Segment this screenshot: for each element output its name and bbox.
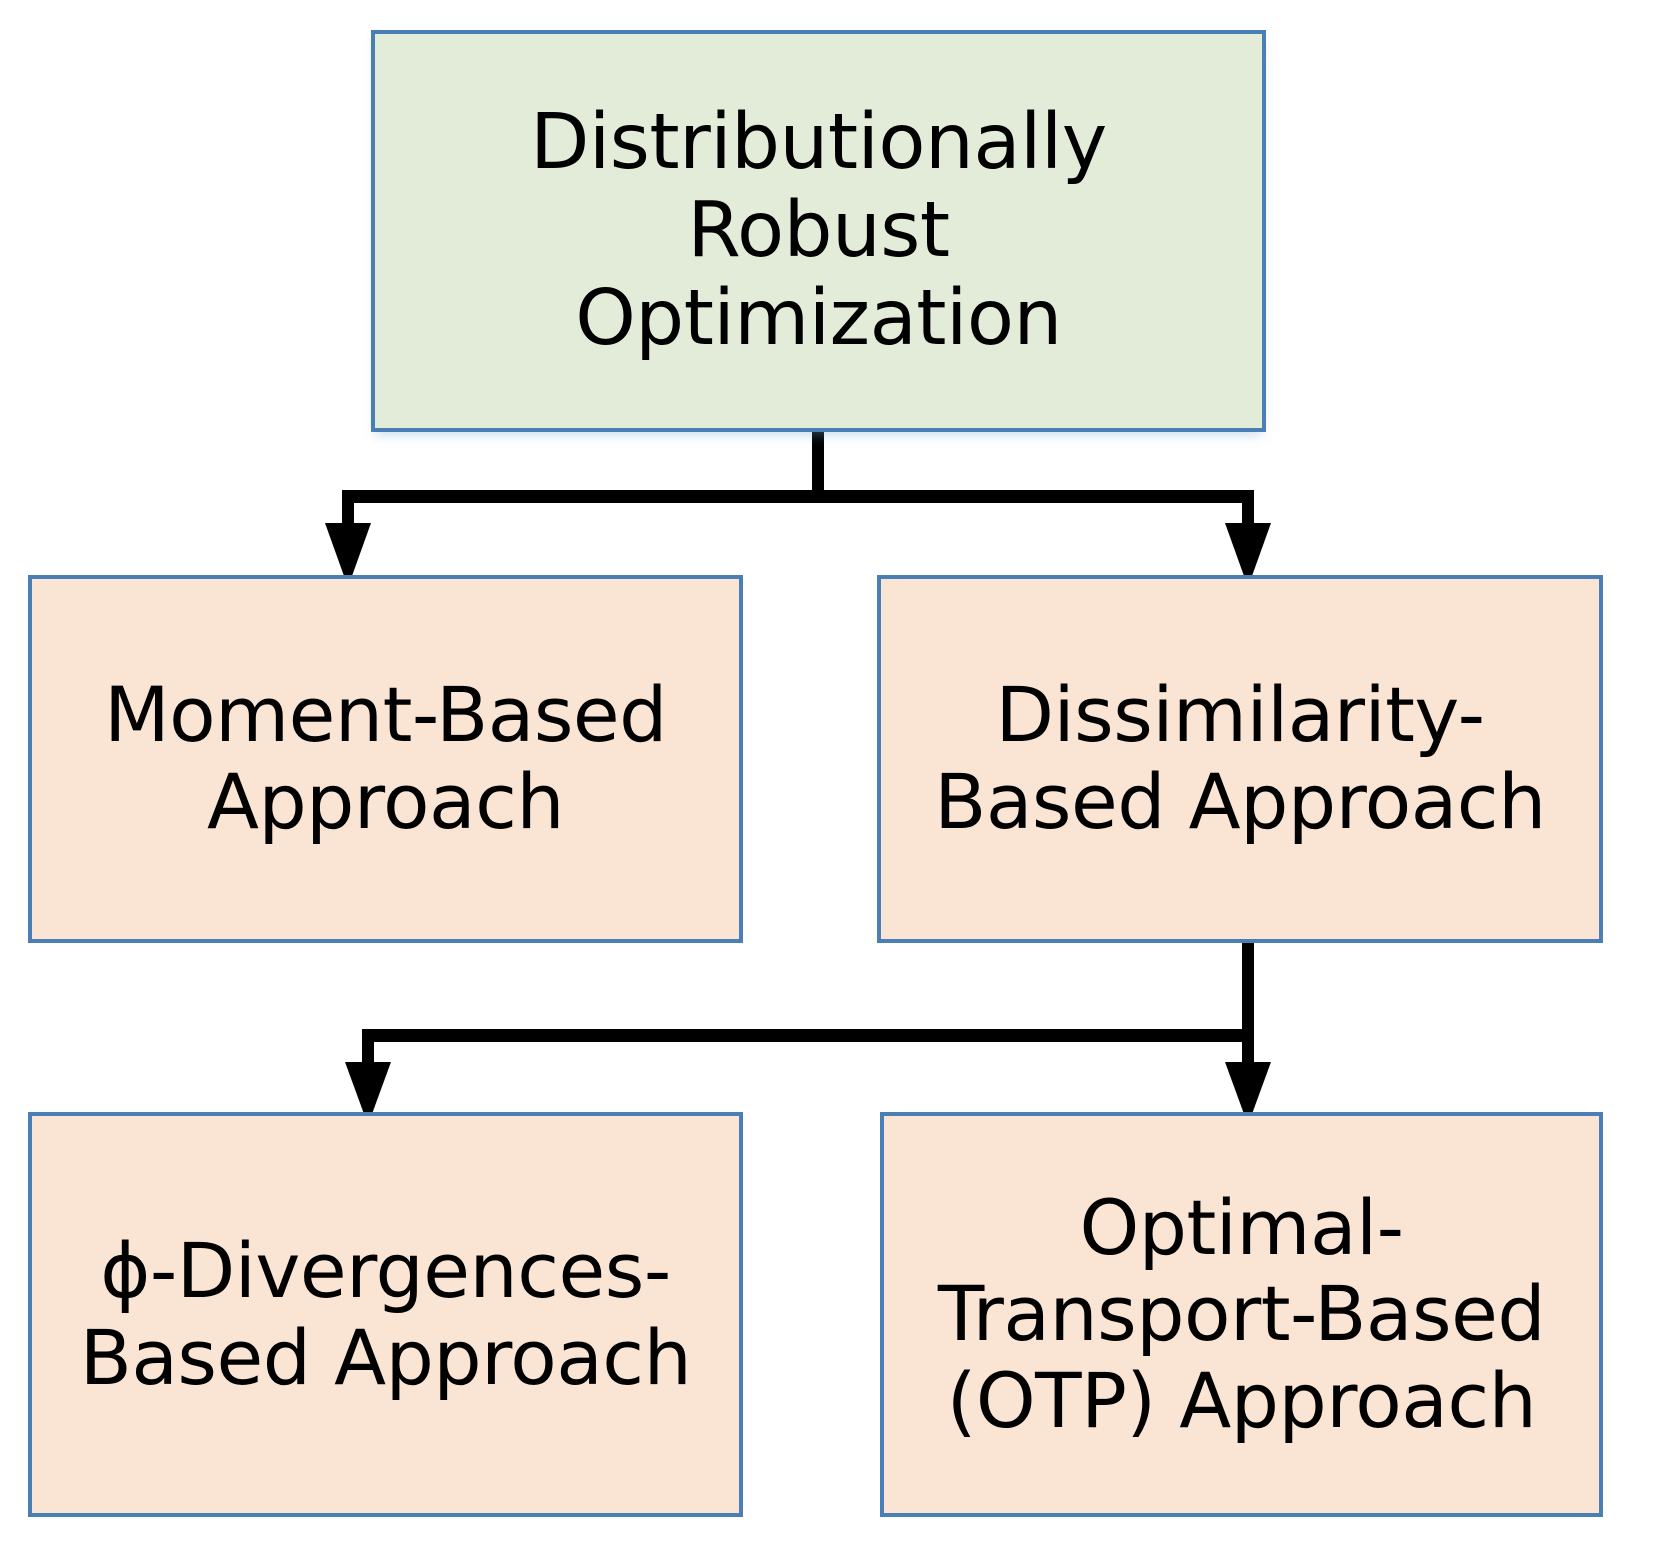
- node-optimal-transport-based-otp-approach[interactable]: Optimal- Transport-Based (OTP) Approach: [880, 1112, 1603, 1517]
- edge-root-dissimilarity-drop: [1242, 490, 1254, 528]
- edge-root-moment-arrowhead: [325, 523, 371, 576]
- node-dissimilarity-based-approach[interactable]: Dissimilarity- Based Approach: [877, 575, 1603, 943]
- edge-root-stem: [812, 430, 824, 502]
- edge-dissimilarity-children: [345, 940, 1271, 1114]
- edge-root-bus: [342, 490, 1254, 503]
- edge-dissimilarity-otp-drop: [1242, 1029, 1254, 1067]
- edge-dissimilarity-phi-drop: [362, 1029, 374, 1067]
- edge-dissimilarity-phi-arrowhead: [345, 1062, 391, 1114]
- edge-dissimilarity-stem: [1242, 940, 1254, 1040]
- edge-root-dissimilarity-arrowhead: [1225, 523, 1271, 576]
- node-distributionally-robust-optimization[interactable]: Distributionally Robust Optimization: [371, 30, 1266, 432]
- edge-dissimilarity-otp-arrowhead: [1225, 1062, 1271, 1114]
- edge-root-moment-drop: [342, 490, 354, 528]
- edge-dissimilarity-bus: [362, 1029, 1254, 1042]
- node-moment-based-approach[interactable]: Moment-Based Approach: [28, 575, 743, 943]
- node-phi-divergences-based-approach[interactable]: ϕ-Divergences- Based Approach: [28, 1112, 743, 1517]
- edge-root-children: [325, 430, 1271, 576]
